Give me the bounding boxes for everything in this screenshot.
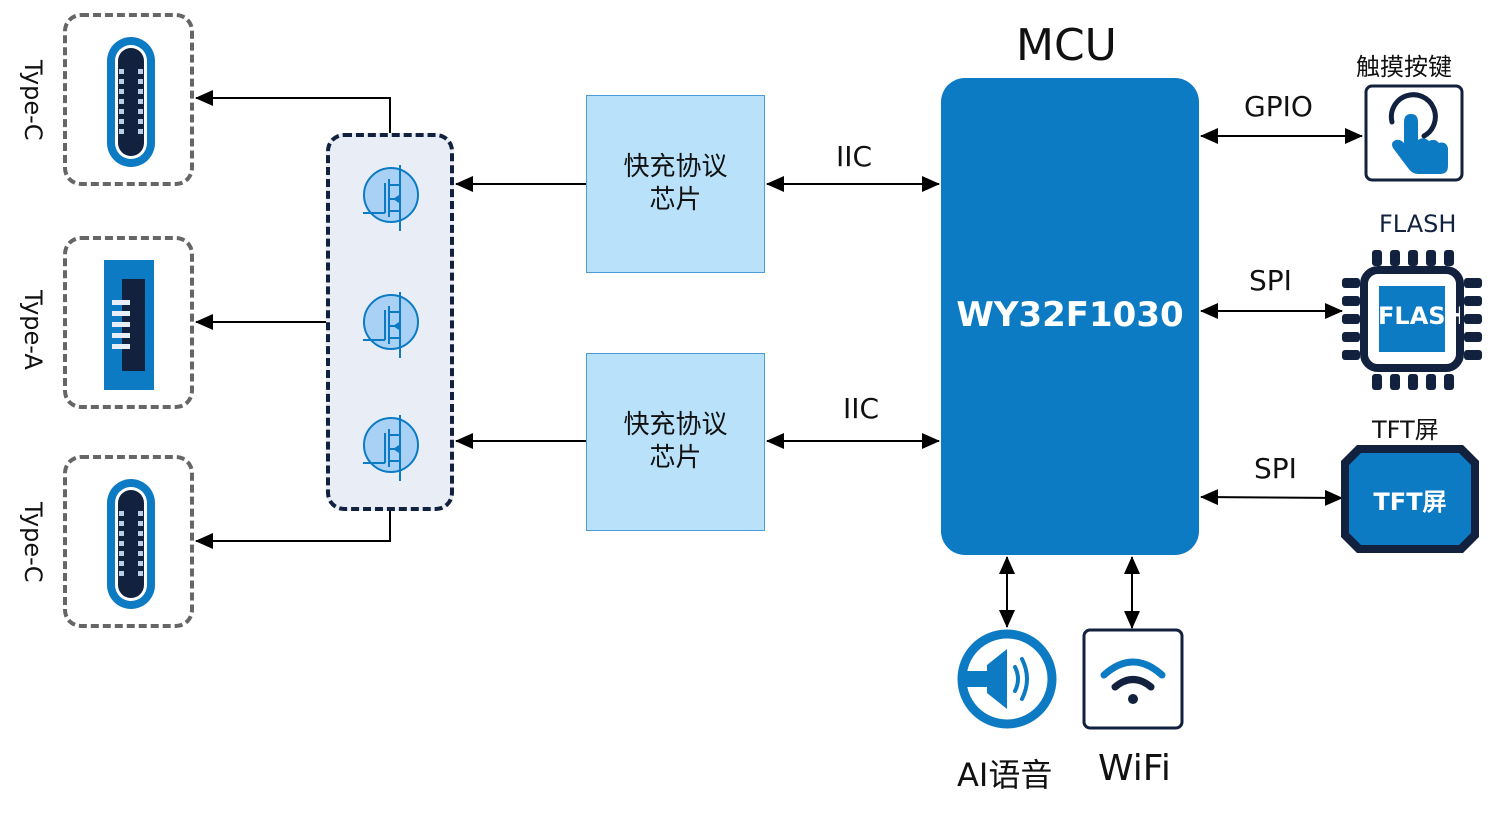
mosfet-icon: [363, 165, 419, 231]
chip-label-line2: 芯片: [649, 185, 702, 215]
port-label-typec-top: Type-C: [19, 60, 47, 141]
chip-label-line2: 芯片: [649, 443, 702, 473]
chip-label-line1: 快充协议: [623, 410, 728, 440]
port-box-typec-bottom: [63, 455, 194, 628]
voice-label: AI语音: [957, 756, 1053, 794]
fast-charge-chip-1: 快充协议 芯片: [586, 95, 765, 273]
wire-mos-to-typec-top: [195, 90, 391, 133]
speaker-voice-icon: [957, 629, 1057, 729]
fast-charge-chip-2: 快充协议 芯片: [586, 353, 765, 531]
bus-label-iic-2: IIC: [843, 392, 880, 425]
tft-screen-icon: [1341, 445, 1479, 553]
mcu-title: MCU: [1016, 20, 1117, 71]
mcu-block: WY32F1030: [941, 78, 1199, 555]
tft-screen-text: TFT屏: [1373, 488, 1447, 516]
wire-spi-tft: [1200, 489, 1343, 506]
flash-label: FLASH: [1379, 210, 1457, 238]
port-box-typea: [63, 236, 194, 409]
touch-key-label: 触摸按键: [1356, 53, 1452, 81]
flash-chip-text: FLASH: [1378, 302, 1460, 330]
chip-label-line1: 快充协议: [623, 152, 728, 182]
port-box-typec-top: [63, 13, 194, 186]
bus-label-gpio: GPIO: [1244, 90, 1313, 123]
mosfet-icon: [363, 415, 419, 481]
bus-label-spi-flash: SPI: [1249, 264, 1292, 297]
wire-mos-to-typec-bottom: [195, 511, 391, 549]
mcu-part-number: WY32F1030: [956, 294, 1184, 335]
wifi-icon: [1082, 628, 1184, 730]
bus-label-iic-1: IIC: [836, 140, 873, 173]
bus-label-spi-tft: SPI: [1254, 452, 1297, 485]
usb-a-icon: [104, 260, 154, 390]
wifi-label: WiFi: [1098, 748, 1171, 789]
tft-label: TFT屏: [1372, 416, 1439, 444]
port-label-typea: Type-A: [19, 290, 47, 370]
flash-chip-icon: [1342, 250, 1482, 390]
usb-c-icon: [107, 479, 155, 609]
mosfet-icon: [363, 292, 419, 358]
usb-c-icon: [107, 37, 155, 167]
port-label-typec-bottom: Type-C: [19, 502, 47, 583]
touch-button-icon: [1364, 84, 1464, 182]
